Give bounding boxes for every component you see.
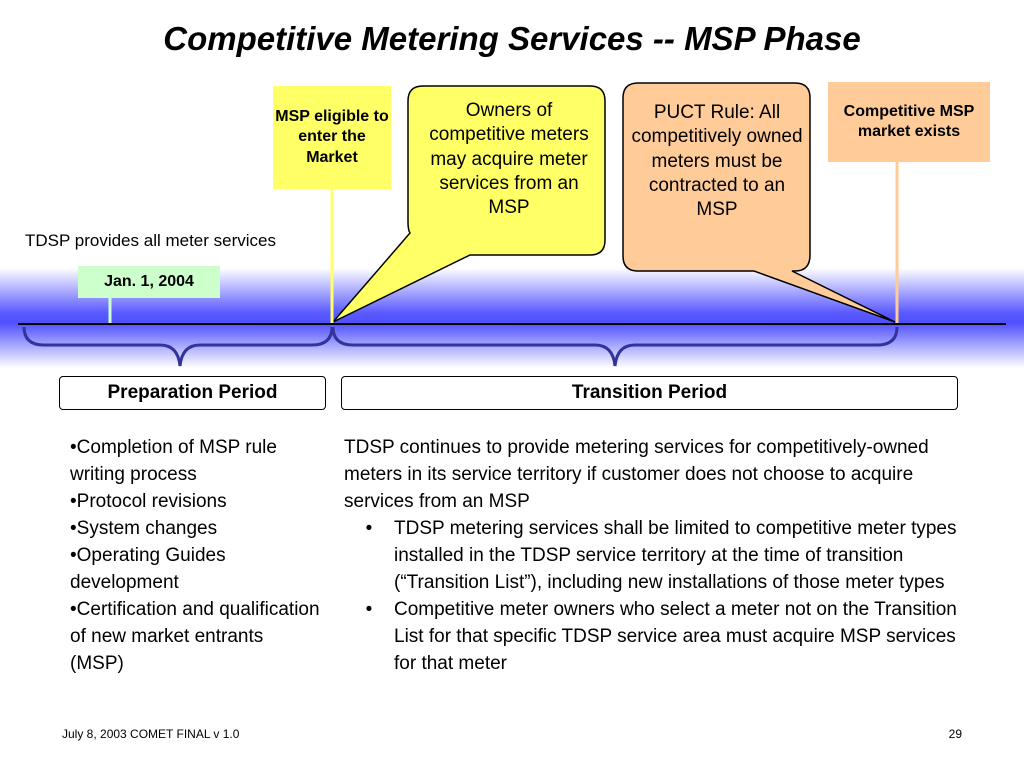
owners-callout-text: Owners of competitive meters may acquire… <box>429 100 589 219</box>
bullet-text: Competitive meter owners who select a me… <box>394 599 957 674</box>
footer-text: July 8, 2003 COMET FINAL v 1.0 <box>62 727 240 741</box>
puct-callout-bubble <box>622 82 896 323</box>
bullet-icon: • <box>365 599 373 620</box>
list-item: •System changes <box>70 518 218 539</box>
bullet-icon: • <box>365 518 373 539</box>
tdsp-provides-label: TDSP provides all meter services <box>25 231 276 250</box>
list-item: •Protocol revisions <box>70 491 227 512</box>
slide-title: Competitive Metering Services -- MSP Pha… <box>163 20 861 57</box>
preparation-period-label: Preparation Period <box>59 376 326 410</box>
list-item: • TDSP metering services shall be limite… <box>344 515 974 596</box>
list-item: •Completion of MSP rule writing process <box>70 437 277 485</box>
list-item: •Operating Guides development <box>70 545 226 593</box>
puct-callout-text: PUCT Rule: All competitively owned meter… <box>631 102 803 221</box>
owners-callout-bubble <box>332 85 606 323</box>
preparation-list: •Completion of MSP rule writing process … <box>70 434 320 677</box>
date-marker-box: Jan. 1, 2004 <box>78 266 220 298</box>
msp-eligible-box: MSP eligible to enter the Market <box>273 86 391 189</box>
list-item: • Competitive meter owners who select a … <box>344 596 974 677</box>
preparation-brace <box>22 326 334 367</box>
bullet-text: TDSP metering services shall be limited … <box>394 518 957 593</box>
transition-description: TDSP continues to provide metering servi… <box>344 434 974 677</box>
page-number: 29 <box>948 727 962 741</box>
transition-brace <box>331 326 899 367</box>
transition-intro: TDSP continues to provide metering servi… <box>344 437 929 512</box>
competitive-market-box: Competitive MSP market exists <box>828 82 990 162</box>
transition-period-label: Transition Period <box>341 376 958 410</box>
list-item: •Certification and qualification of new … <box>70 599 320 674</box>
